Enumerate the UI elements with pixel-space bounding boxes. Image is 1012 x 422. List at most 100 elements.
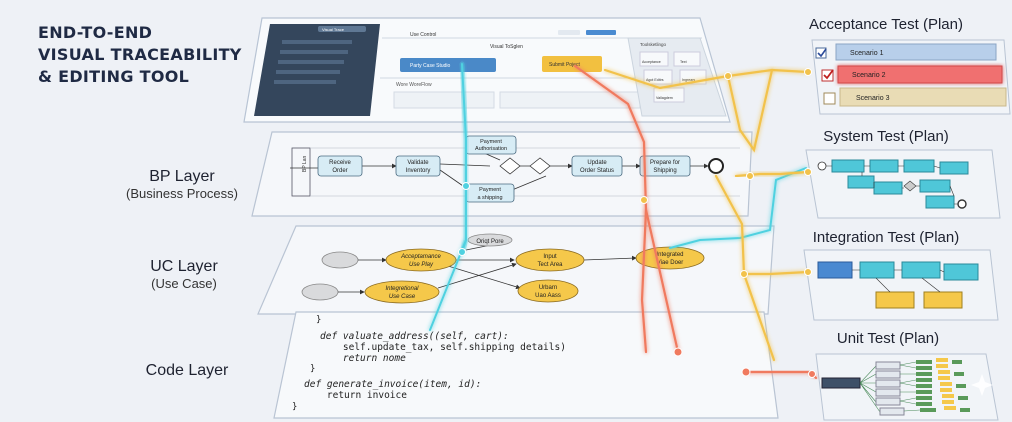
svg-text:Use Case: Use Case — [389, 294, 416, 300]
scenario-row[interactable] — [837, 65, 1003, 84]
svg-text:Receive: Receive — [329, 160, 351, 166]
system-test-step[interactable] — [869, 159, 899, 173]
bp-layer-title: BP Layer — [149, 168, 215, 185]
bp-node-prepare-shipping[interactable]: Prepare for Shipping — [639, 155, 691, 177]
integration-test-card — [803, 249, 999, 321]
svg-text:Tect Area: Tect Area — [537, 262, 563, 268]
ui-tab[interactable]: Use Control — [410, 32, 436, 38]
bp-node-payment-shipping[interactable]: Payment a shipping — [465, 183, 515, 203]
svg-text:Payment: Payment — [480, 139, 502, 145]
unit-test-card — [815, 353, 999, 421]
integration-test-step[interactable] — [923, 291, 963, 309]
uc-actor — [321, 251, 359, 269]
system-test-step[interactable] — [847, 175, 875, 189]
code-line: def valuate_address((self, cart): — [320, 331, 509, 342]
trace-amber-unit — [742, 272, 776, 362]
integration-test-step[interactable] — [943, 263, 979, 281]
integration-test-title: Integration Test (Plan) — [812, 229, 960, 246]
ui-toolbar-button-primary[interactable] — [586, 30, 616, 35]
palette-label: Text — [680, 60, 687, 64]
bp-node-payment-authorisation[interactable]: Payment Authorisation — [465, 135, 517, 155]
integration-test-step[interactable] — [859, 261, 895, 279]
svg-text:Authorisation: Authorisation — [475, 146, 507, 152]
svg-text:Use Play: Use Play — [409, 262, 434, 268]
uc-node-input[interactable]: Input Tect Area — [515, 248, 585, 272]
code-line: } — [292, 402, 297, 412]
trace-cyan-system — [669, 167, 807, 249]
scenario-row[interactable] — [839, 87, 1007, 107]
integration-test-step[interactable] — [817, 261, 853, 279]
bp-end-event — [708, 158, 724, 174]
code-layer-plane: } def valuate_address((self, cart): self… — [273, 311, 779, 419]
code-layer-label: Code Layer — [132, 362, 242, 380]
ui-layer-plane: Visual Trace Use Control Visual ToSglen … — [243, 17, 731, 123]
title-line-2: VISUAL TRACEABILITY — [38, 45, 242, 64]
uc-node-urban[interactable]: Urbarn Uao Aass — [517, 279, 579, 303]
code-line: } — [310, 364, 315, 374]
unit-test-case[interactable] — [875, 379, 901, 388]
svg-text:Uao Aass: Uao Aass — [535, 293, 561, 299]
scenario-label: Scenario 1 — [850, 50, 884, 57]
page-title: END-TO-END VISUAL TRACEABILITY & EDITING… — [38, 22, 242, 88]
svg-text:Urbarn: Urbarn — [539, 285, 557, 291]
svg-text:Shipping: Shipping — [653, 168, 676, 174]
uc-node-top[interactable]: Oriqt Pore — [467, 233, 513, 247]
title-line-3: & EDITING TOOL — [38, 67, 190, 86]
bp-node-validate-inventory[interactable]: Validate Inventory — [395, 155, 441, 177]
code-line: def generate_invoice(item, id): — [304, 379, 481, 390]
unit-test-case[interactable] — [875, 388, 901, 397]
system-test-step[interactable] — [939, 161, 969, 175]
svg-text:Integretional: Integretional — [385, 286, 419, 292]
integration-test-step[interactable] — [875, 291, 915, 309]
bp-layer-plane: BP Lan Receive Order Validate Inventory — [251, 131, 753, 217]
palette-item[interactable] — [643, 69, 673, 85]
acceptance-test-title: Acceptance Test (Plan) — [809, 16, 963, 33]
code-line: self.update_tax, self.shipping details) — [320, 342, 566, 353]
system-test-step[interactable] — [873, 181, 903, 195]
bp-node-receive-order[interactable]: Receive Order — [317, 155, 363, 177]
scenario-row[interactable] — [835, 43, 997, 61]
svg-text:Validate: Validate — [407, 160, 429, 166]
unit-test-case[interactable] — [879, 407, 905, 416]
system-test-title: System Test (Plan) — [823, 128, 949, 145]
scenario-checkbox[interactable] — [821, 69, 834, 82]
system-test-step[interactable] — [925, 195, 955, 209]
acceptance-test-card: Scenario 1 Scenario 2 Scenario 3 — [811, 39, 1011, 115]
uc-node-acceptance[interactable]: Acceptamance Use Play — [385, 248, 457, 272]
uc-node-integrated[interactable]: Integrated Viae Doer — [635, 246, 705, 270]
system-test-step[interactable] — [903, 159, 935, 173]
trace-amber-link — [726, 68, 774, 153]
ui-toolbar-button[interactable] — [558, 30, 580, 35]
uc-layer-label: UC Layer (Use Case) — [134, 258, 234, 291]
palette-label: Agot Editrs — [646, 78, 664, 82]
uc-node-top-label: Oriqt Pore — [476, 239, 504, 245]
svg-text:Input: Input — [543, 254, 557, 260]
scenario-label: Scenario 3 — [856, 95, 890, 102]
scenario-checkbox[interactable] — [823, 92, 836, 105]
scenario-checkbox[interactable] — [815, 47, 827, 59]
unit-test-case[interactable] — [875, 397, 901, 406]
submit-project-button[interactable] — [542, 56, 602, 72]
party-case-button[interactable] — [400, 58, 496, 72]
palette-item[interactable] — [673, 51, 701, 67]
system-test-step[interactable] — [831, 159, 865, 173]
palette-item[interactable] — [639, 51, 669, 67]
sparkle-icon — [971, 374, 993, 396]
integration-test-step[interactable] — [901, 261, 941, 279]
bp-layer-subtitle: (Business Process) — [126, 186, 238, 201]
bp-gateway — [529, 157, 551, 175]
unit-test-root[interactable] — [821, 377, 861, 389]
svg-text:Payment: Payment — [479, 187, 501, 193]
system-test-card — [805, 149, 1001, 219]
uc-node-integrational[interactable]: Integretional Use Case — [364, 280, 440, 304]
palette-item[interactable] — [653, 87, 685, 103]
unit-test-title: Unit Test (Plan) — [836, 330, 940, 347]
unit-test-case[interactable] — [875, 361, 901, 370]
unit-test-case[interactable] — [875, 370, 901, 379]
palette-label: Vallagdem — [656, 96, 673, 100]
system-test-step[interactable] — [919, 179, 951, 193]
tool-palette — [627, 37, 727, 117]
bp-node-update-order-status[interactable]: Update Order Status — [571, 155, 623, 177]
